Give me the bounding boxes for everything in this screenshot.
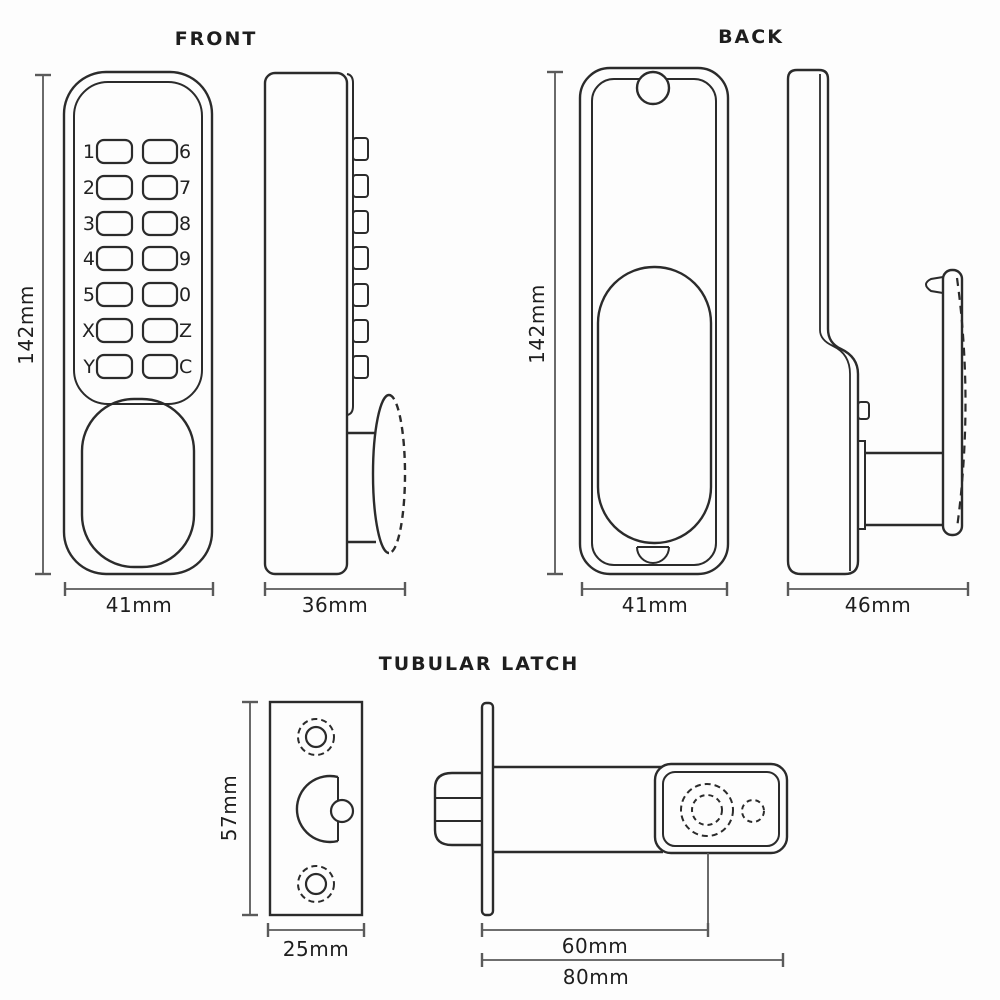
back-body-outline	[578, 66, 730, 576]
latch-bolt-face	[295, 774, 339, 844]
latch-spindle-hole-inner	[691, 794, 723, 826]
keypad-key-label: 6	[179, 141, 192, 163]
keypad-key-label: 4	[82, 248, 95, 270]
latch-fixing-hole	[741, 799, 765, 823]
latch-plate-drawing	[268, 700, 364, 917]
front-view-drawing	[62, 70, 214, 576]
front-thumbturn-oval	[80, 397, 196, 569]
keypad-key-label: 7	[179, 177, 192, 199]
front-keypad-buttons	[95, 138, 179, 380]
back-side-hub-plate	[857, 440, 866, 530]
front-side-view-drawing	[263, 71, 407, 576]
dim-label-latch-backset: 60mm	[561, 934, 629, 958]
latch-side-drawing	[433, 701, 789, 917]
dim-label-front-depth: 36mm	[301, 593, 369, 617]
tubular-latch-title: TUBULAR LATCH	[378, 653, 580, 675]
front-keypad-panel	[73, 81, 203, 405]
front-knob-profile-solid	[371, 393, 390, 555]
dim-label-latch-length: 80mm	[562, 965, 630, 989]
latch-bolt-profile	[433, 771, 482, 847]
dimension-lines	[35, 70, 970, 967]
keypad-key-label: 2	[82, 177, 95, 199]
front-view-title: FRONT	[174, 28, 258, 50]
front-side-body	[263, 71, 349, 576]
keypad-key-label: X	[81, 320, 95, 342]
keypad-key-label: 3	[82, 213, 95, 235]
latch-case-inner	[662, 771, 780, 847]
keypad-key-label: 9	[179, 248, 192, 270]
back-side-view-drawing	[786, 68, 967, 576]
dim-label-latch-plate-width: 25mm	[282, 937, 350, 961]
front-body-outline	[62, 70, 214, 576]
keypad-key-label: 8	[179, 213, 192, 235]
latch-screw-hole-bottom-outer	[297, 865, 335, 903]
dim-label-front-width: 41mm	[105, 593, 173, 617]
latch-faceplate-profile	[480, 701, 495, 917]
latch-screw-hole-bottom-inner	[304, 872, 328, 896]
back-bottom-detail-arc	[636, 546, 670, 564]
latch-plate-outline	[268, 700, 364, 917]
latch-spindle-hole-outer	[680, 783, 734, 837]
back-handle-recess	[596, 265, 713, 545]
keypad-key-label: 5	[82, 284, 95, 306]
keypad-key-label: Y	[83, 356, 95, 378]
front-side-button-bumps	[352, 137, 369, 379]
front-side-faceplate-line	[346, 73, 354, 416]
back-knob-profile-dashed	[955, 277, 967, 529]
latch-screw-hole-top-inner	[304, 725, 328, 749]
dim-label-back-width: 41mm	[621, 593, 689, 617]
back-knob-profile	[941, 268, 964, 537]
back-top-screw-hole	[635, 70, 671, 106]
back-side-body	[786, 68, 860, 576]
keypad-key-label: Z	[179, 320, 193, 342]
dim-label-latch-plate-height: 57mm	[217, 774, 241, 842]
front-knob-profile-dashed	[388, 393, 407, 555]
dim-label-back-depth: 46mm	[844, 593, 912, 617]
latch-screw-hole-top-outer	[297, 718, 335, 756]
dim-label-front-height: 142mm	[14, 285, 38, 365]
back-side-inner-line	[819, 74, 851, 571]
dim-label-back-height: 142mm	[525, 284, 549, 364]
back-spindle-pin	[925, 276, 944, 294]
back-view-title: BACK	[718, 26, 784, 48]
back-view-drawing	[578, 66, 730, 576]
keypad-key-label: 1	[82, 141, 95, 163]
keypad-key-label: 0	[179, 284, 192, 306]
latch-bolt-pin	[329, 798, 355, 824]
back-inner-outline	[591, 78, 717, 566]
back-side-latch-button	[857, 401, 870, 420]
keypad-key-label: C	[179, 356, 193, 378]
